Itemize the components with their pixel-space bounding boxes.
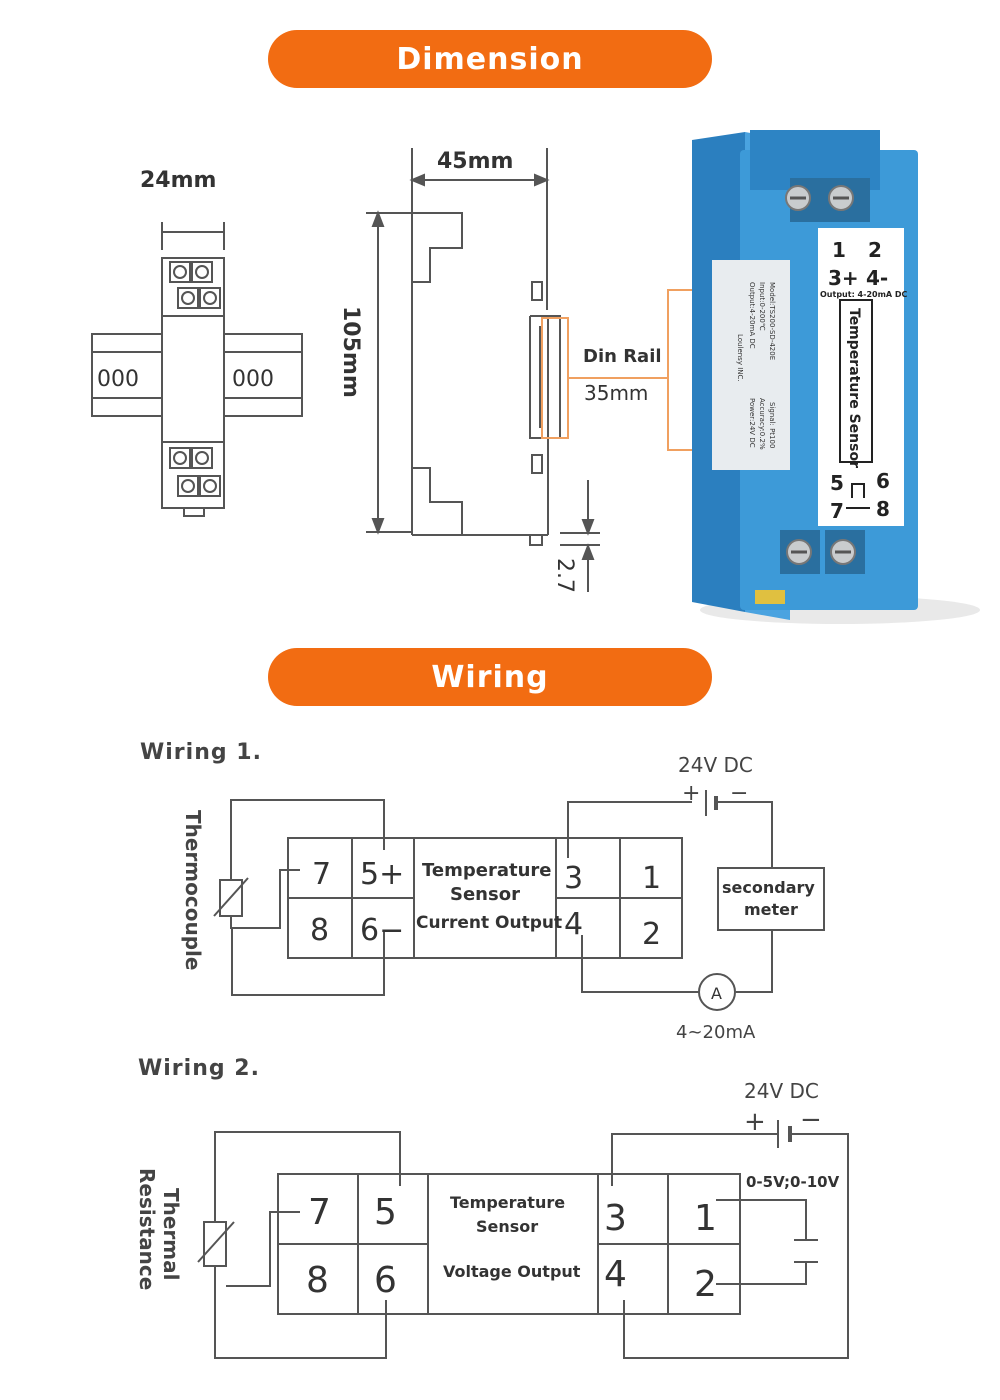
wiring2-terminal-4: 4: [604, 1254, 627, 1295]
device-illustration: [692, 130, 980, 624]
foot-label: 2.7: [552, 558, 577, 593]
side-view-drawing: 45mm 105mm: [338, 148, 561, 546]
wiring1-terminal-7: 7: [312, 857, 331, 892]
device-spec-line: Loulensy INC.: [736, 334, 744, 382]
height-label: 105mm: [338, 306, 363, 398]
device-spec-line: Model:TS200-SD-420E: [768, 282, 776, 360]
wiring2-title: Wiring 2.: [138, 1056, 260, 1081]
device-spec-line: Output:4-20mA DC: [748, 282, 756, 349]
wiring-banner: Wiring: [268, 648, 712, 706]
wiring2-supply-plus: +: [744, 1107, 766, 1137]
wiring1-sensor-label: Thermocouple: [181, 810, 205, 970]
wiring2-center-line: Temperature: [450, 1193, 565, 1212]
device-terminal-4: 4-: [866, 266, 888, 290]
device-spec-line: Input:0-200℃: [758, 282, 766, 331]
wiring2-terminal-8: 8: [306, 1260, 329, 1301]
width-label: 24mm: [140, 168, 216, 193]
wiring2-sensor-label-line1: Thermal: [159, 1188, 183, 1281]
wiring1-center-line: Sensor: [450, 884, 520, 905]
device-terminal-1: 1: [832, 238, 846, 262]
device-terminal-5: 5: [830, 471, 844, 495]
device-terminal-8: 8: [876, 497, 890, 521]
wiring1-supply-label: 24V DC: [678, 753, 753, 777]
device-terminal-3: 3+: [828, 266, 859, 290]
wiring1-terminal-3: 3: [564, 861, 583, 896]
wiring1-title: Wiring 1.: [140, 740, 262, 765]
wiring1-terminal-4: 4: [564, 907, 583, 942]
device-output-note: Output: 4-20mA DC: [820, 290, 908, 299]
wiring1-center-line: Temperature: [422, 860, 551, 881]
wiring2-labels: Thermal Resistance 7 5 8 6 Temperature S…: [135, 1079, 840, 1305]
wiring1-diagram: [213, 790, 825, 1011]
wiring2-center-line: Voltage Output: [443, 1262, 581, 1281]
device-name: Temperature Sensor: [846, 308, 862, 468]
wiring2-terminal-3: 3: [604, 1198, 627, 1239]
wiring1-terminal-6minus: 6−: [360, 913, 404, 948]
wiring1-supply-plus: +: [682, 781, 700, 806]
rail-holes-left: 000: [97, 367, 139, 392]
wiring1-meter-line: secondary: [722, 878, 815, 897]
device-spec-label: Model:TS200-SD-420E Input:0-200℃ Output:…: [736, 282, 776, 450]
wiring1-meter-line: meter: [744, 900, 798, 919]
wiring1-terminal-8: 8: [310, 913, 329, 948]
front-view-drawing: 24mm 000 000: [91, 168, 303, 517]
din-rail-callout: [541, 289, 703, 451]
device-terminal-6: 6: [876, 469, 890, 493]
wiring2-center-line: Sensor: [476, 1217, 538, 1236]
wiring2-sensor-label-line2: Resistance: [135, 1168, 159, 1290]
device-spec-line: Power:24V DC: [748, 398, 756, 448]
device-spec-line: Signal: Pt100: [768, 402, 776, 448]
wiring2-supply-label: 24V DC: [744, 1079, 819, 1103]
device-terminal-2: 2: [868, 238, 882, 262]
rail-holes-right: 000: [232, 367, 274, 392]
wiring1-terminal-1: 1: [642, 861, 661, 896]
wiring2-terminal-2: 2: [694, 1264, 717, 1305]
device-spec-line: Accuracy:0.2%: [758, 398, 766, 450]
wiring2-output-range: 0-5V;0-10V: [746, 1173, 840, 1191]
dimension-banner-label: Dimension: [396, 41, 584, 77]
wiring1-supply-minus: −: [730, 781, 748, 806]
device-terminal-7: 7: [830, 499, 844, 523]
wiring1-ammeter-symbol: A: [711, 984, 722, 1003]
wiring1-center-line: Current Output: [416, 913, 562, 933]
wiring2-terminal-6: 6: [374, 1260, 397, 1301]
depth-label: 45mm: [437, 149, 513, 174]
wiring1-terminal-2: 2: [642, 917, 661, 952]
wiring1-current-label: 4~20mA: [676, 1022, 756, 1043]
wiring2-diagram: [197, 1120, 849, 1359]
din-rail-size: 35mm: [584, 381, 648, 405]
wiring2-terminal-5: 5: [374, 1192, 397, 1233]
wiring2-terminal-1: 1: [694, 1198, 717, 1239]
wiring2-terminal-7: 7: [308, 1192, 331, 1233]
foot-dimension: [560, 480, 600, 592]
wiring-banner-label: Wiring: [431, 659, 549, 695]
wiring1-labels: Thermocouple 7 5+ 8 6− Temperature Senso…: [181, 753, 815, 1043]
wiring2-supply-minus: −: [800, 1105, 822, 1135]
dimension-banner: Dimension: [268, 30, 712, 88]
din-rail-label: Din Rail: [583, 346, 662, 367]
wiring1-terminal-5plus: 5+: [360, 857, 404, 892]
